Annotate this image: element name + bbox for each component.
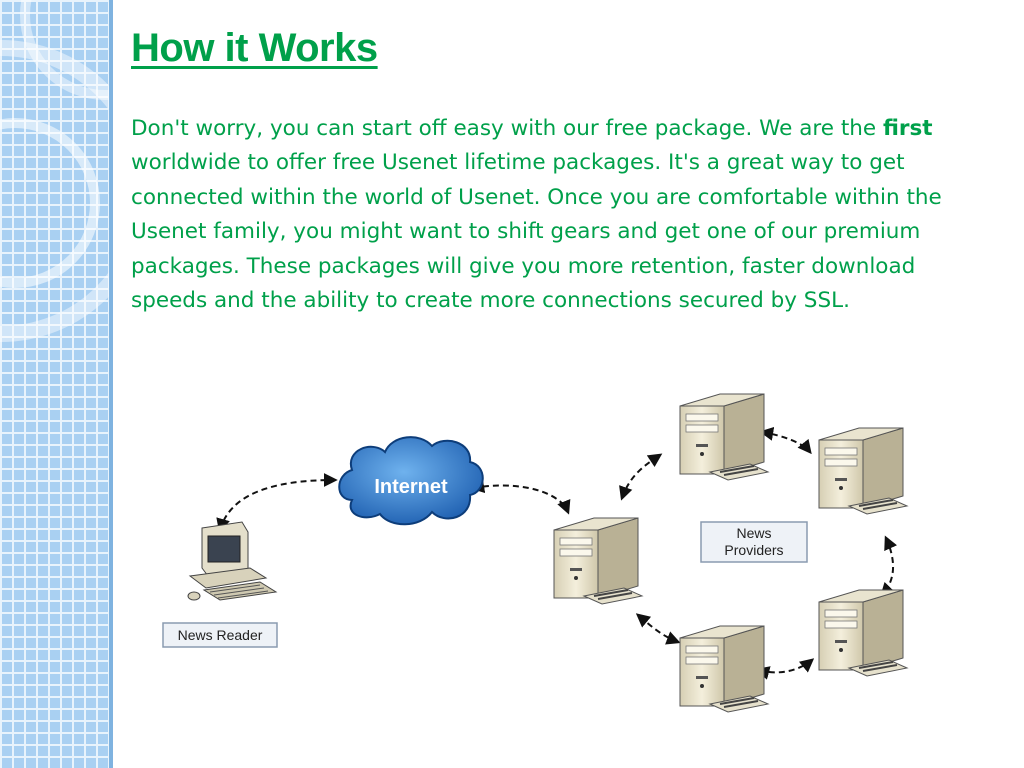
- server-icon-right-top: [818, 427, 908, 515]
- slide-title: How it Works: [131, 26, 378, 70]
- news-providers-label-line2: Providers: [724, 542, 783, 558]
- body-text-part-2: worldwide to offer free Usenet lifetime …: [131, 150, 942, 314]
- arrow-bottomserver-server: [635, 613, 681, 645]
- slide-body-text: Don't worry, you can start off easy with…: [131, 112, 989, 318]
- decorative-sidebar: [0, 0, 113, 768]
- internet-cloud: Internet: [338, 436, 484, 526]
- body-text-part-1: Don't worry, you can start off easy with…: [131, 116, 883, 141]
- arrow-internet-server: [470, 479, 571, 515]
- arrow-rightserver2-bottomserver: [755, 658, 815, 680]
- arrow-server-topserver: [619, 453, 663, 501]
- news-reader-label-box: News Reader: [162, 622, 278, 648]
- sidebar-edge: [109, 0, 113, 768]
- usenet-diagram: Internet News Reader News Providers: [162, 393, 908, 713]
- server-icon-right-bottom: [818, 589, 908, 677]
- arrow-topserver-rightserver: [759, 426, 812, 455]
- news-providers-label-box: News Providers: [700, 521, 808, 563]
- server-icon-top: [679, 393, 769, 481]
- news-providers-label-line1: News: [736, 525, 771, 541]
- workstation-icon: [187, 521, 278, 601]
- server-icon-bottom: [679, 625, 769, 713]
- internet-label: Internet: [374, 476, 448, 498]
- arrow-rightserver-rightserver2: [880, 535, 898, 598]
- server-icon-gateway: [553, 517, 643, 605]
- arrow-reader-internet: [216, 473, 338, 533]
- body-text-bold: first: [882, 116, 933, 141]
- news-reader-label: News Reader: [178, 627, 263, 643]
